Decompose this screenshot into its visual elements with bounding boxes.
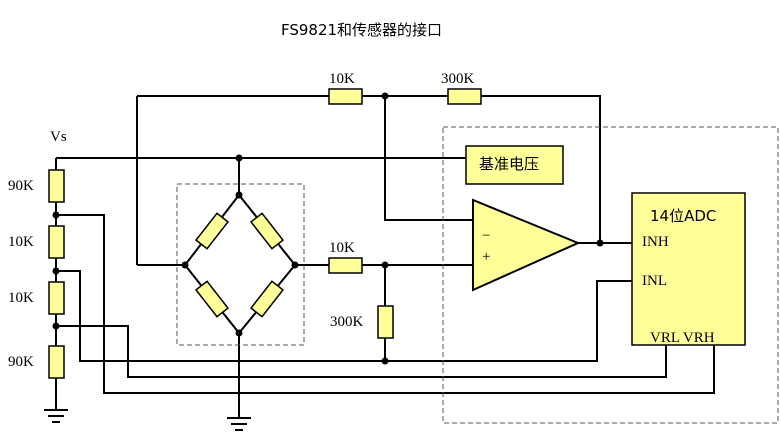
junction-dot xyxy=(181,261,189,269)
adc-inh-label: INH xyxy=(642,234,669,250)
resistor-label: 90K xyxy=(8,354,34,370)
adc-title: 14位ADC xyxy=(650,207,717,225)
resistor-label: 10K xyxy=(8,290,34,306)
wire-top-right xyxy=(481,95,601,243)
vs-label: Vs xyxy=(50,129,67,145)
junction-dot xyxy=(596,239,604,247)
opamp-minus-label: − xyxy=(482,228,491,244)
junction-dot xyxy=(235,329,243,337)
bridge-diamond xyxy=(183,193,297,335)
resistor-top-300k xyxy=(447,88,482,105)
junction-dot xyxy=(291,261,299,269)
bridge-gauge-tr xyxy=(249,212,285,250)
adc-inl-label: INL xyxy=(642,273,667,289)
bridge-sensor-box xyxy=(176,183,305,346)
resistor-mid-10k xyxy=(328,257,363,274)
resistor-left-10k-a xyxy=(48,225,65,259)
opamp xyxy=(472,198,581,292)
ground-icon xyxy=(227,417,251,431)
resistor-label: 300K xyxy=(441,71,475,87)
resistor-label: 10K xyxy=(329,240,355,256)
resistor-left-10k-b xyxy=(48,281,65,315)
bridge-gauge-tl xyxy=(194,212,230,250)
opamp-plus-label: + xyxy=(482,249,491,265)
resistor-label: 300K xyxy=(330,314,364,330)
resistor-label: 90K xyxy=(8,178,34,194)
wire-tap-vrh xyxy=(56,214,715,394)
resistor-top-10k xyxy=(328,88,363,105)
wire-tap-vrl xyxy=(56,325,667,378)
junction-dot xyxy=(235,191,243,199)
junction-dot xyxy=(52,211,60,219)
resistor-label: 10K xyxy=(329,71,355,87)
junction-dot xyxy=(235,154,243,162)
ref-voltage-block xyxy=(465,145,564,185)
fs9821-chip-box xyxy=(442,126,779,424)
adc-block xyxy=(631,192,746,346)
junction-dot xyxy=(52,322,60,330)
resistor-mid-300k xyxy=(377,305,394,339)
junction-dot xyxy=(381,261,389,269)
resistor-left-90k-top xyxy=(48,169,65,203)
bridge-gauge-br xyxy=(249,280,285,318)
wire-tap-inl xyxy=(56,270,632,362)
junction-dot xyxy=(52,267,60,275)
ground-icon xyxy=(44,409,68,423)
ref-voltage-label: 基准电压 xyxy=(479,155,540,173)
junction-dot xyxy=(381,92,389,100)
resistor-left-90k-bottom xyxy=(48,345,65,379)
resistor-label: 10K xyxy=(8,234,34,250)
junction-dot xyxy=(381,357,389,365)
diagram-title: FS9821和传感器的接口 xyxy=(281,21,443,39)
adc-vrl-vrh-label: VRL VRH xyxy=(650,330,715,346)
wire-feedback-to-minus xyxy=(384,96,473,221)
bridge-gauge-bl xyxy=(194,280,230,318)
